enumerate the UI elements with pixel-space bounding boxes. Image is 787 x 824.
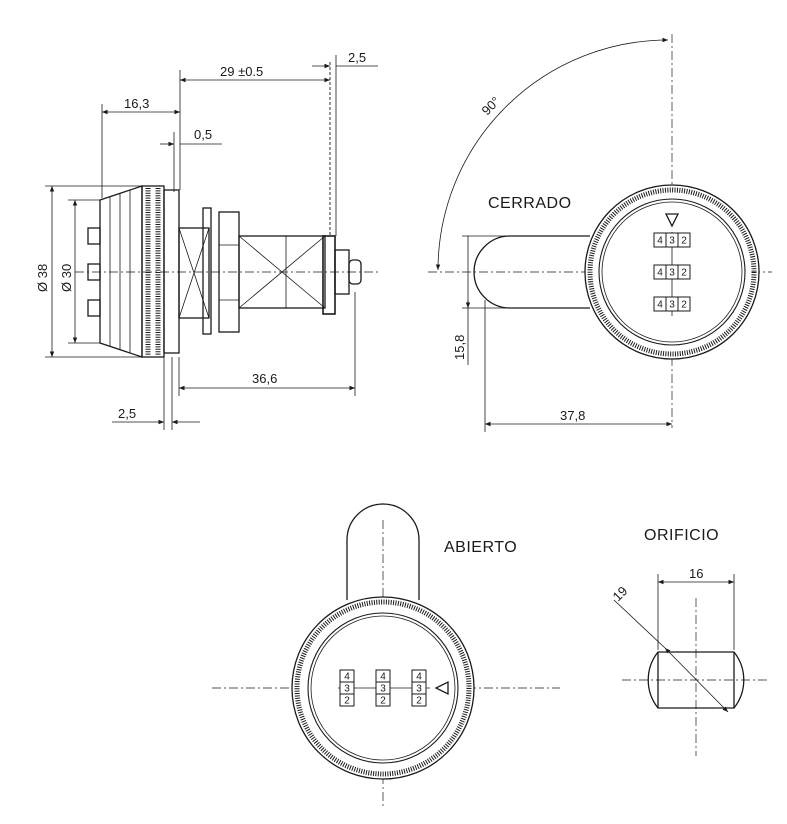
closed-dial-r1-c2-box xyxy=(677,264,691,280)
dim-19-label: 19 xyxy=(610,583,631,604)
dim-15-8-label: 15,8 xyxy=(452,335,467,360)
dial-tab-bottom xyxy=(87,299,101,317)
closed-dial-r0-c2-box xyxy=(677,232,691,248)
dim-dia-38-label: Ø 38 xyxy=(35,264,50,292)
dim-2-5-top-label: 2,5 xyxy=(348,50,366,65)
dim-29-label: 29 ±0.5 xyxy=(220,64,263,79)
thread-cross xyxy=(238,235,326,309)
closed-dial-r2-c0-digit: 4 xyxy=(657,300,663,311)
open-dial-face xyxy=(310,615,456,761)
closed-dial-r1-c0-digit: 4 xyxy=(657,268,663,279)
open-dial-c1-r1-digit: 3 xyxy=(380,684,386,695)
open-dial-c1-r0-digit: 4 xyxy=(380,672,386,683)
closed-dial-r2-c2-box xyxy=(677,296,691,312)
open-dial-c1-r2-digit: 2 xyxy=(380,696,386,707)
closed-dial-r2-c2-digit: 2 xyxy=(681,300,687,311)
closed-dial-r0-c0-digit: 4 xyxy=(657,236,663,247)
open-dial-c2-r1-digit: 3 xyxy=(416,684,422,695)
lock-body xyxy=(178,227,210,319)
cam-tongue-open xyxy=(346,503,420,600)
dim-36-6-label: 36,6 xyxy=(252,371,277,386)
threaded-shaft xyxy=(238,235,326,309)
open-dial-c0-r2-box xyxy=(339,693,355,707)
closed-label: CERRADO xyxy=(488,195,572,212)
open-dial-c0-r1-digit: 3 xyxy=(344,684,350,695)
hole-view: ORIFICIO 16 19 xyxy=(610,527,770,756)
closed-dial-r2-c1-digit: 3 xyxy=(669,300,675,311)
washer xyxy=(202,207,212,335)
dim-dia-19 xyxy=(664,647,729,713)
dim-0-5-label: 0,5 xyxy=(194,127,212,142)
dial-head-lines xyxy=(109,190,131,353)
screw-tip xyxy=(348,259,362,285)
bezel-flange xyxy=(163,189,180,354)
open-label: ABIERTO xyxy=(444,539,517,556)
angle-90-label: 90° xyxy=(479,94,504,119)
dim-16-label: 16 xyxy=(689,566,703,581)
open-dial-c2-r0-digit: 4 xyxy=(416,672,422,683)
open-dial-c1-r2-box xyxy=(375,693,391,707)
angle-arc xyxy=(435,37,669,271)
dial-tab-mid xyxy=(87,263,101,281)
dim-2-5-bottom-label: 2,5 xyxy=(118,406,136,421)
open-dial-c0-r0-digit: 4 xyxy=(344,672,350,683)
cam-tongue-closed xyxy=(473,235,590,309)
hole-label: ORIFICIO xyxy=(644,527,719,544)
open-dial-c2-r2-box xyxy=(411,693,427,707)
open-dial-c2-r2-digit: 2 xyxy=(416,696,422,707)
dim-37-8-label: 37,8 xyxy=(560,408,585,423)
closed-dial-r1-c1-digit: 3 xyxy=(669,268,675,279)
dim-dia-30-label: Ø 30 xyxy=(59,264,74,292)
side-view: 29 ±0.5 2,5 16,3 0,5 Ø 38 Ø 30 36,6 xyxy=(35,50,378,430)
closed-dial-face xyxy=(601,201,743,343)
body-cross xyxy=(178,227,210,319)
closed-arrow-icon xyxy=(664,213,680,228)
knurled-ring xyxy=(141,185,165,358)
dial-tab-top xyxy=(87,227,101,245)
closed-dial-r1-c2-digit: 2 xyxy=(681,268,687,279)
closed-dial-r0-c1-digit: 3 xyxy=(669,236,675,247)
open-dial-c0-r2-digit: 2 xyxy=(344,696,350,707)
dial-head xyxy=(99,185,143,358)
open-arrow-icon xyxy=(434,680,449,696)
dim-16-3-label: 16,3 xyxy=(124,96,149,111)
closed-dial-r0-c2-digit: 2 xyxy=(681,236,687,247)
